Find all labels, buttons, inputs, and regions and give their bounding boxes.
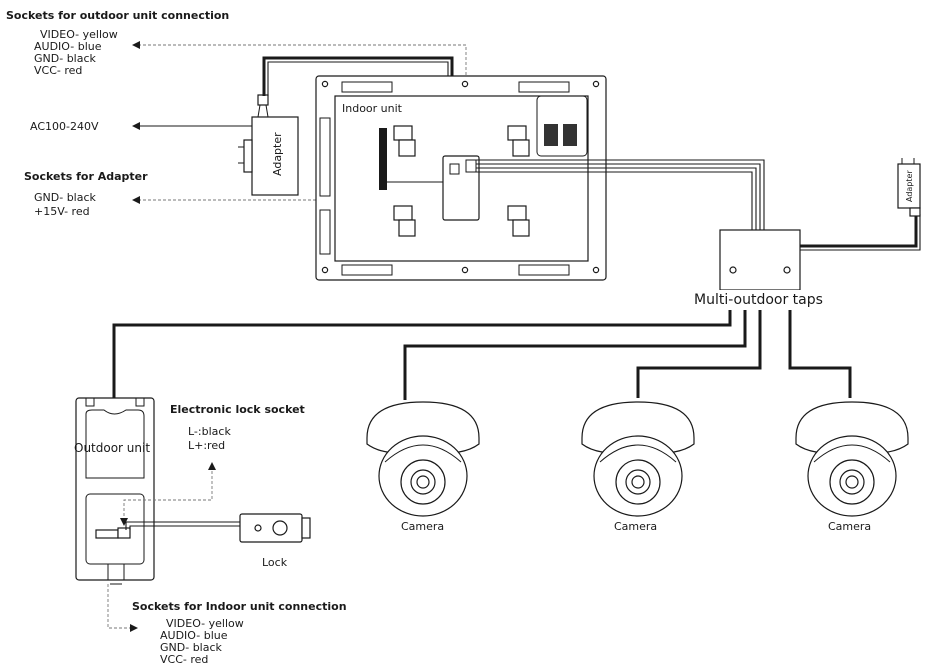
outdoor-socket-audio: AUDIO- blue [34, 40, 102, 53]
outdoor-unit: Outdoor unit [74, 397, 155, 585]
multi-outdoor-taps-box [719, 229, 801, 291]
lock-socket-title: Electronic lock socket [170, 403, 305, 416]
outdoor-socket-video: VIDEO- yellow [40, 28, 118, 41]
outdoor-socket-vcc: VCC- red [34, 64, 82, 77]
outdoor-socket-gnd: GND- black [34, 52, 97, 65]
adapter-socket-arrowhead [132, 196, 140, 204]
adapter-left: Adapter [238, 94, 299, 196]
taps-to-camera-2-cable [636, 310, 762, 398]
camera-2-label: Camera [614, 520, 657, 533]
multi-outdoor-taps-label: Multi-outdoor taps [694, 292, 823, 308]
ac-arrowhead [132, 122, 140, 130]
adapter-right: Adapter [897, 158, 921, 217]
indoor-socket-vcc: VCC- red [160, 653, 208, 666]
camera-3-label: Camera [828, 520, 871, 533]
indoor-unit-label: Indoor unit [342, 102, 403, 115]
adapter-socket-gnd: GND- black [34, 191, 97, 204]
lock-socket-red: L+:red [188, 439, 225, 452]
taps-to-camera-3-cable [788, 310, 852, 398]
indoor-to-taps-cable [476, 159, 765, 230]
camera-2: Camera [581, 401, 695, 533]
outdoor-sockets-title: Sockets for outdoor unit connection [6, 9, 229, 22]
indoor-socket-audio: AUDIO- blue [160, 629, 228, 642]
camera-1: Camera [366, 401, 480, 533]
lock-socket-black: L-:black [188, 425, 231, 438]
adapter-socket-15v: +15V- red [34, 205, 90, 218]
indoor-sockets-title: Sockets for Indoor unit connection [132, 600, 347, 613]
taps-to-camera-1-cable [403, 310, 747, 400]
outdoor-unit-label: Outdoor unit [74, 441, 150, 455]
lock-cable [125, 521, 240, 530]
lock-device [239, 513, 311, 543]
ac-voltage-label: AC100-240V [30, 120, 99, 133]
indoor-sockets-leader [107, 584, 132, 629]
camera-3: Camera [795, 401, 909, 533]
lock-socket-leader [123, 468, 213, 516]
adapter-left-label: Adapter [271, 132, 284, 176]
camera-1-label: Camera [401, 520, 444, 533]
adapter-sockets-title: Sockets for Adapter [24, 170, 148, 183]
outdoor-socket-arrowhead [132, 41, 140, 49]
lock-label: Lock [262, 556, 288, 569]
indoor-unit: Indoor unit [315, 75, 607, 281]
indoor-socket-gnd: GND- black [160, 641, 223, 654]
indoor-socket-video: VIDEO- yellow [166, 617, 244, 630]
taps-to-adapter-cable [800, 214, 918, 248]
adapter-right-label: Adapter [905, 170, 914, 202]
taps-to-outdoor-cable [112, 310, 732, 398]
